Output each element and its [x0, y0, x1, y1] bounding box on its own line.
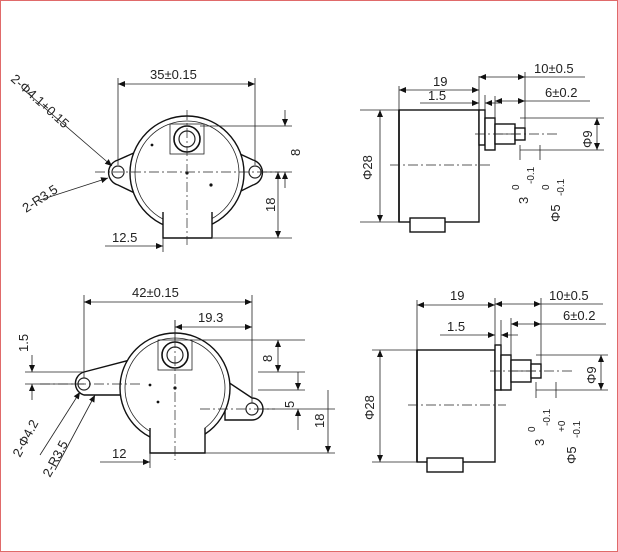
- top-front-hole-label: 2-Φ4.1+0.15: [8, 71, 72, 131]
- top-front-radius-label: 2-R3.5: [19, 182, 60, 216]
- bottom-side-d3-tol-upper: 0: [527, 426, 538, 432]
- top-side-phi28-label: Φ28: [360, 155, 375, 180]
- bottom-side-phi5-label: Φ5: [564, 446, 579, 464]
- bottom-side-w19-label: 19: [450, 288, 464, 303]
- top-front-h8-label: 8: [288, 149, 303, 156]
- top-side-phi5-tol-lower: -0.1: [556, 178, 567, 196]
- bottom-front-h1-5-label: 1.5: [16, 334, 31, 352]
- top-side-d3-tol-lower: -0.1: [526, 166, 537, 184]
- top-side-w1-5-label: 1.5: [428, 88, 446, 103]
- top-side-w6-label: 6±0.2: [545, 85, 577, 100]
- bottom-front-h5-label: 5: [282, 401, 297, 408]
- top-front-view: [23, 78, 292, 252]
- bottom-front-w12-label: 12: [112, 446, 126, 461]
- bottom-front-view: [25, 295, 335, 471]
- bottom-side-w6-label: 6±0.2: [563, 308, 595, 323]
- top-side-phi5-tol-upper: 0: [541, 184, 552, 190]
- top-front-w12-5-label: 12.5: [112, 230, 137, 245]
- bottom-side-view: [372, 298, 608, 473]
- bottom-side-phi5-tol-lower: -0.1: [572, 420, 583, 438]
- top-front-h18-label: 18: [263, 198, 278, 212]
- bottom-front-h8-label: 8: [260, 355, 275, 362]
- top-side-w19-label: 19: [433, 74, 447, 89]
- bottom-front-h18-label: 18: [312, 414, 327, 428]
- top-side-phi9-label: Φ9: [580, 130, 595, 148]
- bottom-front-width-label: 42±0.15: [132, 285, 179, 300]
- bottom-side-phi28-label: Φ28: [362, 395, 377, 420]
- top-side-view: [360, 72, 604, 233]
- top-side-d3-tol-upper: 0: [511, 184, 522, 190]
- bottom-side-d3-tol-lower: -0.1: [542, 408, 553, 426]
- bottom-side-w10-label: 10±0.5: [549, 288, 589, 303]
- top-side-phi5-label: Φ5: [548, 204, 563, 222]
- top-side-w10-label: 10±0.5: [534, 61, 574, 76]
- bottom-side-phi5-tol-upper: +0: [557, 420, 568, 432]
- bottom-front-hole-label: 2-Φ4.2: [9, 417, 41, 459]
- bottom-front-w19-3-label: 19.3: [198, 310, 223, 325]
- bottom-front-radius-label: 2-R3.5: [39, 438, 71, 480]
- top-front-width-label: 35±0.15: [150, 67, 197, 82]
- bottom-side-w1-5-label: 1.5: [447, 319, 465, 334]
- bottom-side-d3-label: 3: [532, 439, 547, 446]
- bottom-side-phi9-label: Φ9: [584, 366, 599, 384]
- top-side-d3-label: 3: [516, 197, 531, 204]
